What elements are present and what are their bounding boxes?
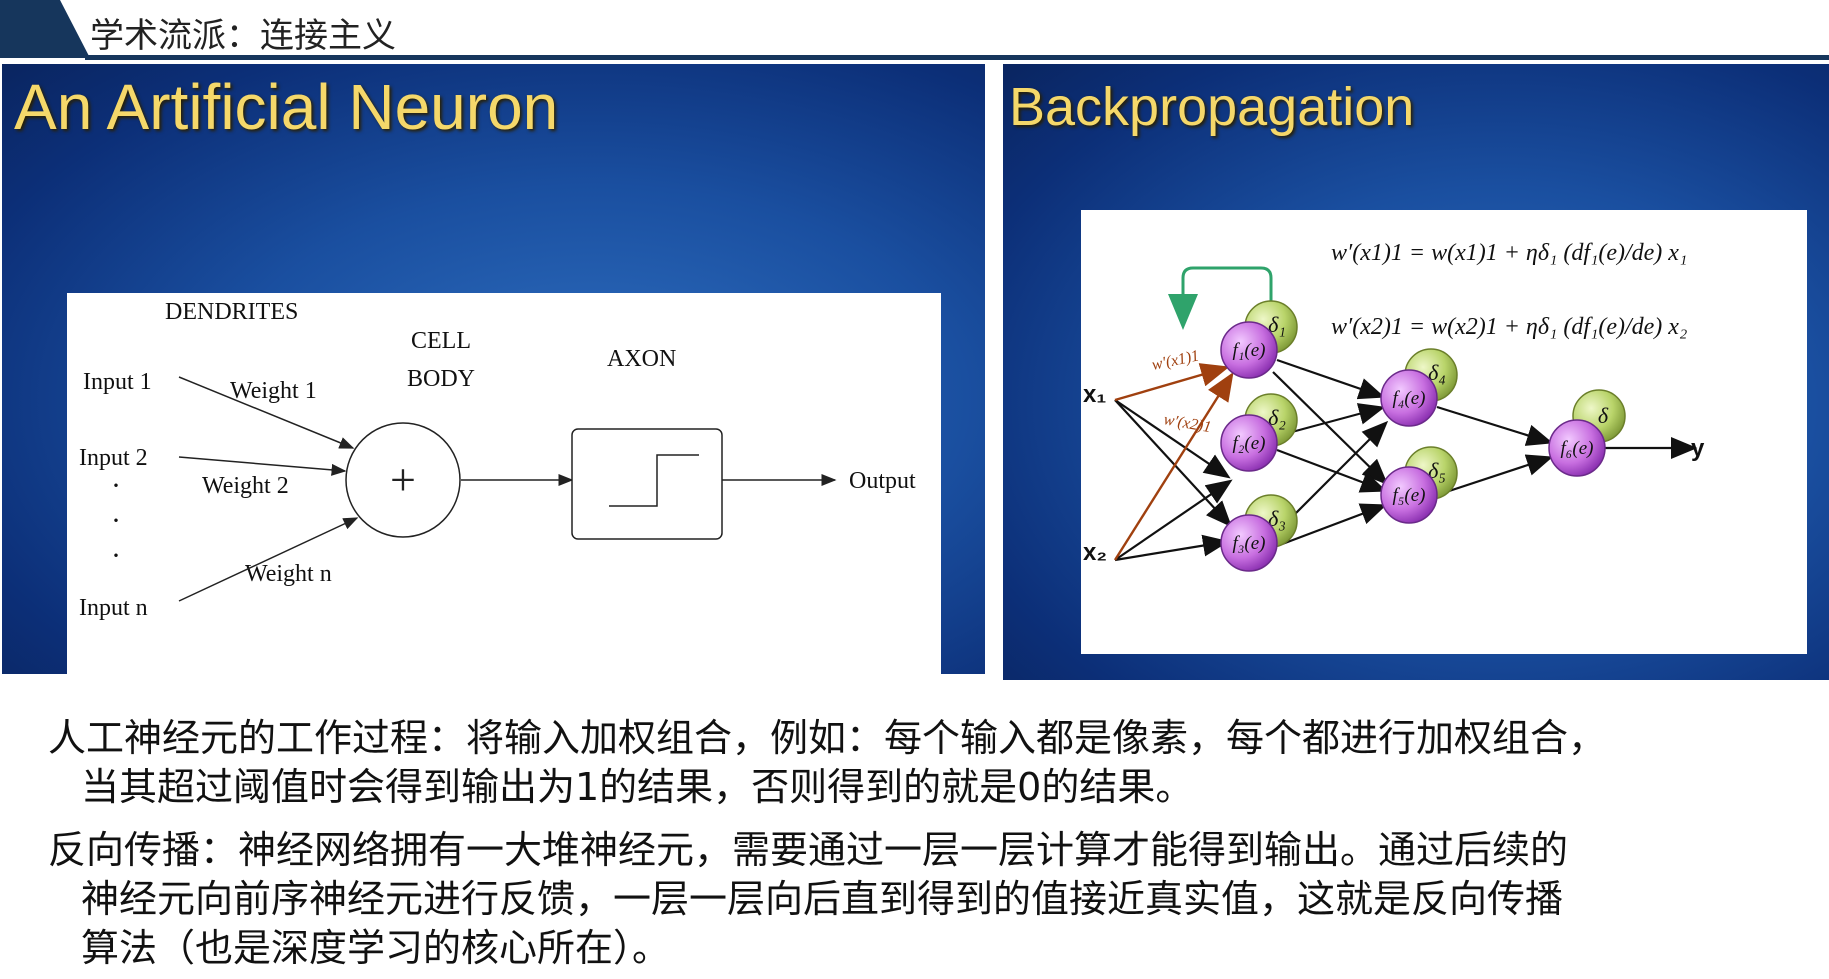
header-divider xyxy=(85,55,1829,60)
neuron-f5-circle xyxy=(1380,466,1438,524)
input-n-arrow xyxy=(178,517,359,602)
weight-1-label: Weight 1 xyxy=(230,378,317,404)
edge-f1-f5 xyxy=(1272,371,1389,486)
output-y-label: y xyxy=(1691,435,1705,462)
step-function-box xyxy=(571,428,723,540)
input-x2-label: x₂ xyxy=(1083,539,1107,566)
edge-f2-f5 xyxy=(1276,448,1388,493)
delta-5-label: δ₅ xyxy=(1428,458,1446,483)
artificial-neuron-figure: DENDRITES CELL BODY AXON Input 1 Input 2… xyxy=(67,293,941,685)
backprop-explanation-line-1: 反向传播：神经网络拥有一大堆神经元，需要通过一层一层计算才能得到输出。通过后续的 xyxy=(48,828,1569,872)
header-tab-decoration xyxy=(0,0,90,58)
neuron-f2-label: f₂(e) xyxy=(1233,433,1266,454)
weight-label-x1-1: w′(x1)1 xyxy=(1150,347,1200,374)
delta-1-label: δ₁ xyxy=(1268,312,1286,337)
edge-f5-f6 xyxy=(1436,454,1554,497)
backprop-explanation-line-2: 神经元向前序神经元进行反馈，一层一层向后直到得到的值接近真实值，这就是反向传播 xyxy=(81,877,1564,921)
edge-x2-f1 xyxy=(1113,371,1234,561)
backprop-explanation: 反向传播：神经网络拥有一大堆神经元，需要通过一层一层计算才能得到输出。通过后续的… xyxy=(48,826,1828,973)
cell-body-circle xyxy=(345,422,461,538)
artificial-neuron-panel: An Artificial Neuron DENDRITES CELL BODY… xyxy=(2,64,985,685)
output-label: Output xyxy=(849,468,916,494)
axon-label: AXON xyxy=(607,346,676,372)
neuron-f5-label: f₅(e) xyxy=(1393,485,1426,506)
input-1-arrow xyxy=(178,376,355,449)
ellipsis-dot-1: · xyxy=(111,469,121,502)
weight-update-formula-2: w′(x2)1 = w(x2)1 + ηδ₁ (df₁(e)/de) x₂ xyxy=(1331,314,1687,340)
sum-symbol: + xyxy=(390,454,416,505)
input-n-label: Input n xyxy=(79,595,148,621)
delta-4-label: δ₄ xyxy=(1428,360,1446,385)
ellipsis-dot-2: · xyxy=(111,504,121,537)
neuron-f3-circle xyxy=(1220,514,1278,572)
slide-title: 学术流派：连接主义 xyxy=(90,16,396,56)
step-function-curve xyxy=(609,454,699,507)
cell-body-label-2: BODY xyxy=(407,366,475,392)
weight-2-label: Weight 2 xyxy=(202,473,289,499)
neuron-f6-circle xyxy=(1548,419,1606,477)
input-x1-label: x₁ xyxy=(1083,381,1106,408)
artificial-neuron-title: An Artificial Neuron xyxy=(14,71,559,143)
neuron-f1-circle xyxy=(1220,321,1278,379)
delta-6-label: δ xyxy=(1598,403,1609,428)
neuron-f4-circle xyxy=(1380,369,1438,427)
edge-x2-f3 xyxy=(1114,534,1230,562)
neuron-f1-label: f₁(e) xyxy=(1233,340,1266,361)
weight-n-label: Weight n xyxy=(245,561,332,587)
backpropagation-figure: w′(x1)1 = w(x1)1 + ηδ₁ (df₁(e)/de) x₁ w′… xyxy=(1081,210,1807,654)
weight-label-x2-1: w′(x2)1 xyxy=(1162,411,1212,436)
neuron-explanation: 人工神经元的工作过程：将输入加权组合，例如：每个输入都是像素，每个都进行加权组合… xyxy=(48,714,1828,812)
neuron-explanation-line-2: 当其超过阈值时会得到输出为1的结果，否则得到的就是0的结果。 xyxy=(81,765,1194,809)
backprop-explanation-line-3: 算法（也是深度学习的核心所在）。 xyxy=(81,926,671,970)
weight-update-formula-1: w′(x1)1 = w(x1)1 + ηδ₁ (df₁(e)/de) x₁ xyxy=(1331,240,1687,266)
feedback-arrow xyxy=(1168,266,1273,330)
edge-x1-f1 xyxy=(1114,363,1230,402)
edge-f3-f5 xyxy=(1276,503,1388,548)
backprop-diagram: w′(x1)1 = w(x1)1 + ηδ₁ (df₁(e)/de) x₁ w′… xyxy=(1083,240,1705,572)
neuron-f6-label: f₆(e) xyxy=(1561,438,1594,459)
input-2-label: Input 2 xyxy=(79,445,148,471)
edge-x2-f2 xyxy=(1114,479,1233,561)
cell-body-label-1: CELL xyxy=(411,328,471,354)
ellipsis-dot-3: · xyxy=(111,539,121,572)
slide-header: 学术流派：连接主义 xyxy=(0,0,1829,60)
input-2-arrow xyxy=(178,456,347,476)
neuron-diagram: DENDRITES CELL BODY AXON Input 1 Input 2… xyxy=(79,299,916,621)
dendrites-label: DENDRITES xyxy=(165,299,298,325)
edge-f4-f6 xyxy=(1436,405,1554,446)
input-1-label: Input 1 xyxy=(83,369,152,395)
backpropagation-panel: Backpropagation xyxy=(1003,64,1829,680)
neuron-f3-label: f₃(e) xyxy=(1233,533,1266,554)
neuron-f4-label: f₄(e) xyxy=(1393,388,1426,409)
delta-3-label: δ₃ xyxy=(1268,506,1286,531)
neuron-explanation-line-1: 人工神经元的工作过程：将输入加权组合，例如：每个输入都是像素，每个都进行加权组合… xyxy=(48,716,1607,760)
edge-x1-f2 xyxy=(1114,399,1231,479)
delta-2-label: δ₂ xyxy=(1268,405,1286,430)
neuron-f2-circle xyxy=(1220,414,1278,472)
edge-f1-f4 xyxy=(1276,358,1386,400)
backpropagation-title: Backpropagation xyxy=(1009,77,1415,137)
